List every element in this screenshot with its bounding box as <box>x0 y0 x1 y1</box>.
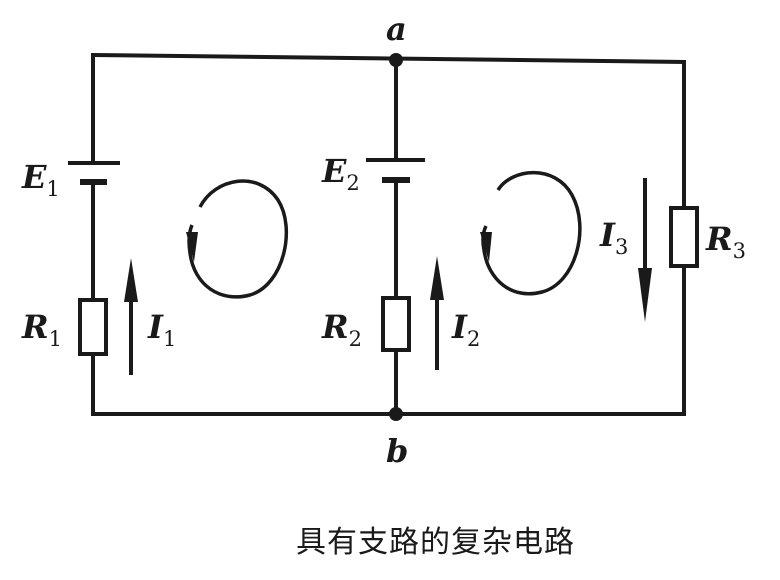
current-arrow-i2-head <box>430 256 444 300</box>
node-b-dot <box>389 407 403 421</box>
current-arrow-i3 <box>638 178 652 322</box>
i3-label: I3 <box>599 216 628 259</box>
i1-label: I1 <box>147 308 176 351</box>
resistor-r3 <box>669 206 699 268</box>
loop-arrow-left-head <box>186 232 198 262</box>
current-arrow-i2 <box>430 256 444 370</box>
node-a-label: a <box>386 10 407 48</box>
circuit-wires <box>90 52 687 416</box>
node-a-dot <box>389 53 403 67</box>
current-arrow-i1-head <box>124 258 138 302</box>
i2-label: I2 <box>451 308 480 351</box>
resistor-r1 <box>78 298 108 356</box>
e2-label: E2 <box>321 152 360 195</box>
r2-label: R2 <box>321 308 362 351</box>
top-wire <box>90 52 687 65</box>
figure-caption: 具有支路的复杂电路 <box>296 525 575 560</box>
r3-label: R3 <box>705 220 746 263</box>
loop-arrow-left <box>186 179 289 299</box>
current-arrow-i1 <box>124 258 138 375</box>
battery-e2 <box>366 158 425 183</box>
loop-arrow-right <box>480 171 582 296</box>
node-b-label: b <box>386 432 408 470</box>
r1-label: R1 <box>21 308 62 351</box>
loop-arrow-right-head <box>480 232 492 262</box>
current-arrow-i3-head <box>638 268 652 322</box>
e1-label: E1 <box>21 158 60 201</box>
battery-e1 <box>68 161 120 185</box>
resistor-r2 <box>381 296 411 352</box>
